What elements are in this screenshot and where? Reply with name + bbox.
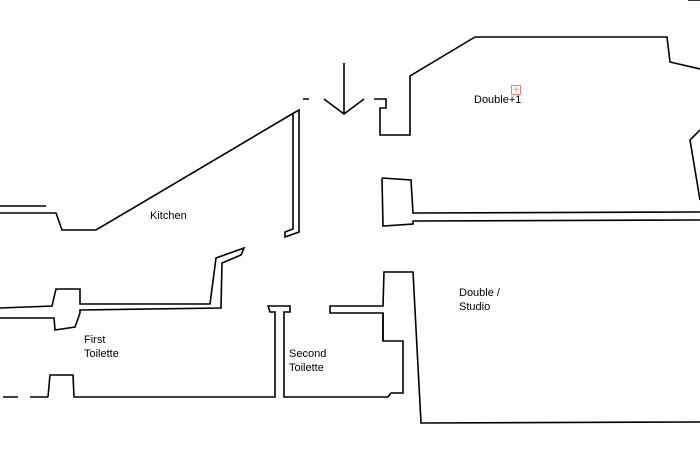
room-label-second-toilette: Second Toilette [289, 348, 327, 374]
room-label-kitchen: Kitchen [150, 210, 187, 222]
room-label-first-toilette: First Toilette [84, 334, 119, 360]
wall-double-separator [381, 177, 700, 227]
wall-first-toilette-bottom [47, 271, 700, 424]
wall-double-right [689, 129, 700, 201]
room-label-double-studio: Double / Studio [459, 287, 500, 313]
room-label-double-1: Double+1 [474, 94, 522, 106]
wall-first-toilette-top [0, 246, 246, 331]
wall-kitchen-outer [0, 113, 293, 231]
entrance-arrow-icon [323, 63, 365, 115]
plus-square-icon[interactable]: + [511, 85, 521, 95]
wall-kitchen-partition [284, 98, 309, 239]
wall-door-post [374, 36, 700, 136]
